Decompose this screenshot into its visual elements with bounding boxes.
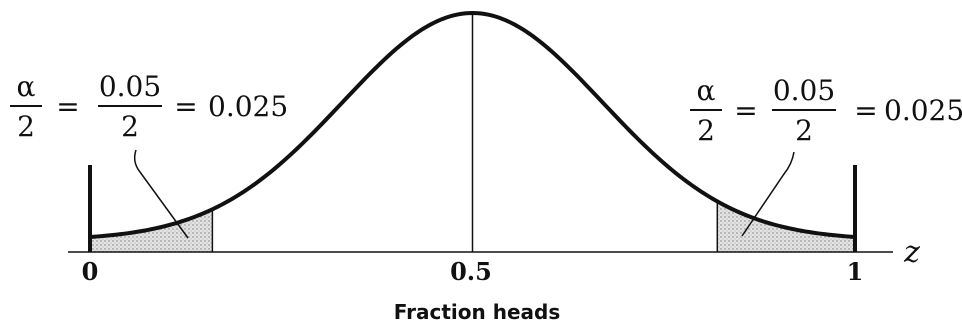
right-tail-region [717,201,855,252]
x-axis-label: Fraction heads [394,300,560,324]
left-p: 0.05 [99,70,161,103]
right-two: 2 [697,114,715,147]
left-result: 0.025 [208,90,288,123]
left-p-den: 2 [121,110,139,143]
right-tail-annotation: α 2 = 0.05 2 = 0.025 [690,74,962,237]
tick-label-1: 1 [847,257,864,286]
left-alpha: α [17,70,36,103]
right-eq-2: = [854,94,877,127]
tick-label-0.5: 0.5 [450,257,492,286]
tick-label-0: 0 [82,257,99,286]
left-eq-2: = [174,90,197,123]
left-two: 2 [17,110,35,143]
right-leader-line [741,151,795,237]
right-alpha: α [697,74,716,107]
right-eq-1: = [734,94,757,127]
left-leader-line [133,149,189,239]
right-p: 0.05 [773,74,835,107]
right-p-den: 2 [795,114,813,147]
left-tail-annotation: α 2 = 0.05 2 = 0.025 [10,70,288,239]
right-result: 0.025 [884,94,962,127]
left-eq-1: = [56,90,79,123]
axis-variable-z: z [903,235,920,270]
